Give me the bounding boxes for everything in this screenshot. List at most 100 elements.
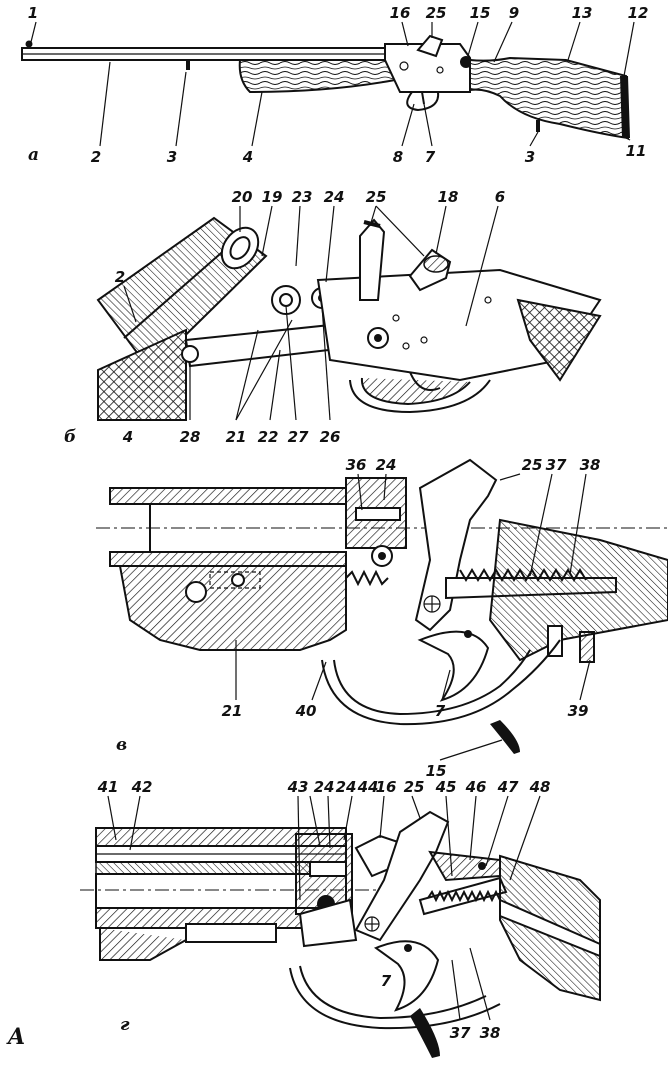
callout-b-24: 24 bbox=[324, 188, 345, 206]
callout-c-25: 25 bbox=[522, 456, 543, 474]
butt-plate bbox=[620, 76, 630, 138]
lever-pivot bbox=[181, 345, 199, 363]
panel-d-label: г bbox=[120, 1015, 130, 1035]
panel-c-label: в bbox=[116, 735, 127, 755]
callout-b-25: 25 bbox=[366, 188, 387, 206]
panel-d-detail-section: 41 42 43 24 24 44 16 25 45 46 47 48 7 37… bbox=[80, 778, 601, 1058]
callout-c-7: 7 bbox=[435, 702, 446, 720]
callout-d-37: 37 bbox=[450, 1024, 471, 1042]
callout-d-42: 42 bbox=[131, 778, 153, 796]
callout-b-27: 27 bbox=[288, 428, 309, 446]
callout-d-7: 7 bbox=[381, 972, 392, 990]
panel-c-section-view: 36 24 25 37 38 21 40 7 15 39 в bbox=[96, 456, 668, 780]
callout-c-15: 15 bbox=[426, 762, 447, 780]
receiver bbox=[384, 43, 471, 93]
panel-a-callouts: 1 2 3 4 16 25 15 9 13 12 8 7 3 11 bbox=[28, 4, 649, 166]
callout-a-25: 25 bbox=[426, 4, 447, 22]
callout-a-13: 13 bbox=[572, 4, 593, 22]
callout-b-23: 23 bbox=[292, 188, 313, 206]
callout-d-45: 45 bbox=[435, 778, 457, 796]
callout-c-21: 21 bbox=[222, 702, 243, 720]
callout-b-22: 22 bbox=[258, 428, 279, 446]
hinge-pin bbox=[279, 293, 293, 307]
callout-b-2: 2 bbox=[115, 268, 125, 286]
panel-b-leaders bbox=[123, 205, 499, 421]
callout-c-39: 39 bbox=[568, 702, 589, 720]
panel-b-label: б bbox=[64, 427, 76, 447]
callout-b-21: 21 bbox=[226, 428, 247, 446]
trigger-guard-c bbox=[321, 639, 561, 726]
callout-d-41: 41 bbox=[97, 778, 119, 796]
trigger-b bbox=[409, 371, 441, 391]
callout-c-37: 37 bbox=[546, 456, 567, 474]
lower-lug bbox=[118, 565, 347, 651]
stock-checkering bbox=[516, 298, 602, 382]
panel-c-leaders bbox=[235, 473, 591, 761]
callout-a-8: 8 bbox=[393, 148, 403, 166]
callout-a-2: 2 bbox=[91, 148, 101, 166]
callout-d-38: 38 bbox=[480, 1024, 501, 1042]
panel-c-callouts: 36 24 25 37 38 21 40 7 15 39 bbox=[222, 456, 601, 780]
small-spring bbox=[345, 569, 389, 587]
barrel-wall-bottom bbox=[109, 551, 347, 567]
trigger-c bbox=[417, 630, 490, 702]
panel-d-callouts: 41 42 43 24 24 44 16 25 45 46 47 48 7 37… bbox=[97, 778, 551, 1042]
callout-b-19: 19 bbox=[262, 188, 283, 206]
trigger-guard bbox=[406, 91, 440, 112]
callout-a-4: 4 bbox=[242, 148, 253, 166]
guard-tang bbox=[490, 720, 520, 754]
callout-d-47: 47 bbox=[497, 778, 519, 796]
callout-a-3-rear: 3 bbox=[525, 148, 535, 166]
callout-c-40: 40 bbox=[295, 702, 317, 720]
callout-c-24: 24 bbox=[376, 456, 397, 474]
callout-d-46: 46 bbox=[465, 778, 487, 796]
callout-b-26: 26 bbox=[320, 428, 341, 446]
callout-a-12: 12 bbox=[628, 4, 649, 22]
panel-a-label: а bbox=[28, 145, 39, 165]
trigger bbox=[421, 91, 425, 105]
callout-a-15: 15 bbox=[470, 4, 491, 22]
callout-a-3: 3 bbox=[167, 148, 177, 166]
barrel-wall-top bbox=[109, 487, 347, 505]
figure-label: A bbox=[6, 1024, 25, 1050]
callout-d-48: 48 bbox=[529, 778, 551, 796]
callout-d-25: 25 bbox=[404, 778, 425, 796]
sling-swivel-rear bbox=[536, 120, 540, 132]
callout-a-1: 1 bbox=[28, 4, 38, 22]
locking-lever bbox=[184, 322, 348, 368]
callout-b-6: 6 bbox=[495, 188, 505, 206]
panel-d-leaders bbox=[107, 795, 541, 1021]
callout-d-43: 43 bbox=[287, 778, 309, 796]
callout-d-24b: 24 bbox=[336, 778, 357, 796]
callout-b-18: 18 bbox=[438, 188, 459, 206]
stock bbox=[469, 56, 630, 140]
panel-a-leaders bbox=[30, 21, 635, 147]
callout-a-9: 9 bbox=[509, 4, 519, 22]
mainspring-d bbox=[427, 889, 501, 903]
hammer-right-d bbox=[354, 810, 450, 942]
callout-d-24a: 24 bbox=[314, 778, 335, 796]
firing-pin bbox=[355, 507, 401, 521]
panel-a-whole-gun: 1 2 3 4 16 25 15 9 13 12 8 7 3 11 а bbox=[21, 4, 649, 166]
callout-d-16: 16 bbox=[376, 778, 397, 796]
callout-a-7: 7 bbox=[425, 148, 436, 166]
callout-b-4: 4 bbox=[122, 428, 133, 446]
panel-b-open-action: 20 19 23 24 25 18 6 2 4 28 21 22 27 26 б bbox=[64, 188, 602, 447]
sling-swivel-front bbox=[186, 60, 190, 70]
trigger-d bbox=[373, 940, 440, 1012]
callout-d-44: 44 bbox=[357, 778, 379, 796]
guard-tang-d bbox=[410, 1008, 440, 1058]
front-sight bbox=[25, 40, 33, 48]
forend bbox=[238, 59, 396, 94]
callout-c-38: 38 bbox=[580, 456, 601, 474]
panel-b-callouts: 20 19 23 24 25 18 6 2 4 28 21 22 27 26 bbox=[115, 188, 505, 446]
forend-checkering bbox=[97, 328, 187, 421]
hammer-section bbox=[414, 458, 498, 632]
trigger-guard-b bbox=[349, 379, 491, 414]
callout-b-20: 20 bbox=[232, 188, 253, 206]
trigger-guard-d bbox=[289, 967, 501, 1030]
callout-b-28: 28 bbox=[180, 428, 201, 446]
hammer bbox=[416, 34, 444, 58]
callout-a-16: 16 bbox=[390, 4, 411, 22]
